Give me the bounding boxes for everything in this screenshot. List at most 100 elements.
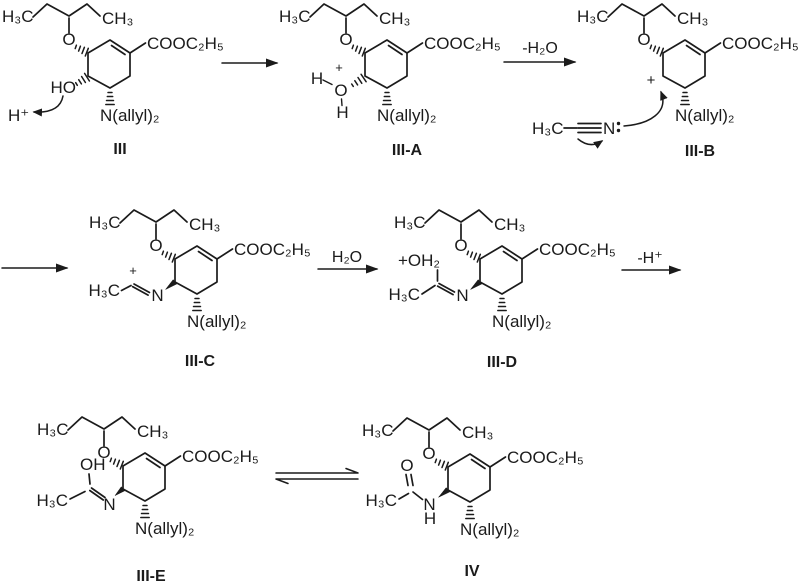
nitrile-nitrogen-label: N <box>603 119 615 138</box>
methyl-right-label: CH₃ <box>137 422 168 441</box>
diallylamino-label: N(allyl)₂ <box>675 106 734 125</box>
wedge-bond-n-ring <box>438 487 451 498</box>
methyl-left-label: H₃C <box>2 7 33 26</box>
ether-oxygen-label: O <box>454 236 467 255</box>
compound-label: III-D <box>487 354 517 371</box>
proton-label: H⁺ <box>8 106 29 125</box>
ether-oxygen-label: O <box>62 30 75 49</box>
enol-hydroxyl-label: OH <box>80 455 106 474</box>
molecule-iii-a: H₃C CH₃ O COOC₂H₅ N(allyl)₂ H + O H III-… <box>279 3 501 159</box>
diallylamino-label: N(allyl)₂ <box>100 106 159 125</box>
ether-oxygen-label: O <box>422 444 435 463</box>
ether-oxygen-label: O <box>149 236 162 255</box>
deprotonation-label: -H⁺ <box>637 250 662 267</box>
methyl-right-label: CH₃ <box>462 423 493 442</box>
ether-oxygen-label: O <box>97 443 110 462</box>
double-bond-c-n <box>88 489 105 501</box>
wedge-bond-n-ring <box>470 279 483 290</box>
bond-o-h <box>340 98 343 107</box>
wedge-bond-n-ring <box>165 279 178 290</box>
double-bond-c-o <box>410 473 414 487</box>
bond-c-n <box>412 491 424 501</box>
mechanism-arrow-nucleophilic-attack <box>623 90 668 127</box>
acetonitrile-group: H₃C N <box>532 90 668 149</box>
mechanism-arrow-protonation <box>32 95 64 117</box>
equilibrium-reverse-harpoon <box>275 478 359 485</box>
bond-ch3-c <box>421 284 436 295</box>
molecule-iii-b: H₃C CH₃ O COOC₂H₅ N(allyl)₂ + III-B <box>577 3 799 160</box>
methyl-left-label: H₃C <box>89 213 120 232</box>
compound-label: III-C <box>185 353 216 370</box>
amide-nitrogen-label: N <box>423 495 435 514</box>
double-bond-c-o <box>405 473 409 487</box>
mechanism-arrow-pi-shift <box>577 138 604 149</box>
iminium-plus-charge: + <box>129 263 137 278</box>
lone-pair-dot <box>616 121 621 126</box>
double-bond-c-n <box>438 282 456 293</box>
methyl-right-label: CH₃ <box>102 9 133 28</box>
equilibrium-arrows <box>275 467 359 485</box>
molecule-iii-d: H₃C CH₃ O COOC₂H₅ N(allyl)₂ +OH₂ H₃C N I… <box>389 209 616 371</box>
compound-label: III <box>113 141 126 158</box>
acetyl-methyl-label: H₃C <box>366 491 397 510</box>
methyl-right-label: CH₃ <box>677 9 708 28</box>
methyl-left-label: H₃C <box>37 420 68 439</box>
ester-label: COOC₂H₅ <box>722 34 799 53</box>
oxonium-h-label: H <box>311 69 323 88</box>
double-bond-c-n <box>133 283 151 294</box>
step-arrows: -H₂O H₂O -H⁺ <box>1 40 682 485</box>
imine-nitrogen-label: N <box>456 286 468 305</box>
ether-oxygen-label: O <box>339 30 352 49</box>
diallylamino-label: N(allyl)₂ <box>187 312 246 331</box>
methyl-label: H₃C <box>532 119 563 138</box>
amide-h-label: H <box>424 509 436 528</box>
lone-pair-dot <box>616 128 621 133</box>
carbonyl-oxygen-label: O <box>400 456 413 475</box>
molecule-iii: H₃C CH₃ O COOC₂H₅ N(allyl)₂ HO H⁺ III <box>2 3 224 158</box>
compound-label: III-A <box>392 142 423 159</box>
ester-label: COOC₂H₅ <box>182 447 259 466</box>
oxonium-h-label: H <box>336 103 348 122</box>
hashed-wedge-oxonium <box>350 73 367 88</box>
molecule-iv: H₃C CH₃ O COOC₂H₅ N(allyl)₂ O H₃C N H IV <box>362 417 584 580</box>
equilibrium-forward-harpoon <box>275 467 359 474</box>
compound-label: III-E <box>136 568 166 583</box>
acetyl-methyl-label: H₃C <box>89 281 120 300</box>
methyl-right-label: CH₃ <box>189 215 220 234</box>
compound-label: IV <box>464 563 479 580</box>
ester-label: COOC₂H₅ <box>147 34 224 53</box>
diallylamino-label: N(allyl)₂ <box>492 312 551 331</box>
carbocation-plus-charge: + <box>647 72 656 89</box>
methyl-left-label: H₃C <box>362 421 393 440</box>
methyl-right-label: CH₃ <box>494 215 525 234</box>
ester-label: COOC₂H₅ <box>507 448 584 467</box>
acetyl-methyl-label: H₃C <box>389 285 420 304</box>
methyl-left-label: H₃C <box>577 7 608 26</box>
compound-label: III-B <box>685 143 715 160</box>
dehydration-label: -H₂O <box>522 40 558 57</box>
molecule-iii-c: H₃C CH₃ O COOC₂H₅ N(allyl)₂ + H₃C N III-… <box>89 209 311 370</box>
wedge-bond-n-ring <box>114 486 126 496</box>
methyl-right-label: CH₃ <box>379 9 410 28</box>
bond-ch3-c <box>69 490 86 500</box>
bond-ch3-c <box>120 284 132 292</box>
double-bond-c-n <box>436 285 454 296</box>
diallylamino-label: N(allyl)₂ <box>377 106 436 125</box>
imine-nitrogen-label: N <box>151 286 163 305</box>
hydration-label: H₂O <box>332 249 362 266</box>
methyl-left-label: H₃C <box>279 7 310 26</box>
double-bond-c-n <box>90 487 106 499</box>
plus-charge: + <box>335 60 343 75</box>
bond-h-o <box>322 79 333 86</box>
methyl-left-label: H₃C <box>394 213 425 232</box>
double-bond-c-n <box>131 285 149 296</box>
oxonium-oxygen-label: O <box>334 81 347 100</box>
ester-label: COOC₂H₅ <box>539 240 616 259</box>
diallylamino-label: N(allyl)₂ <box>460 520 519 539</box>
bond-c-oh <box>88 473 91 485</box>
protonated-water-label: +OH₂ <box>398 251 440 270</box>
molecule-iii-e: H₃C CH₃ O COOC₂H₅ N(allyl)₂ OH H₃C N III… <box>37 416 259 583</box>
ester-label: COOC₂H₅ <box>424 34 501 53</box>
